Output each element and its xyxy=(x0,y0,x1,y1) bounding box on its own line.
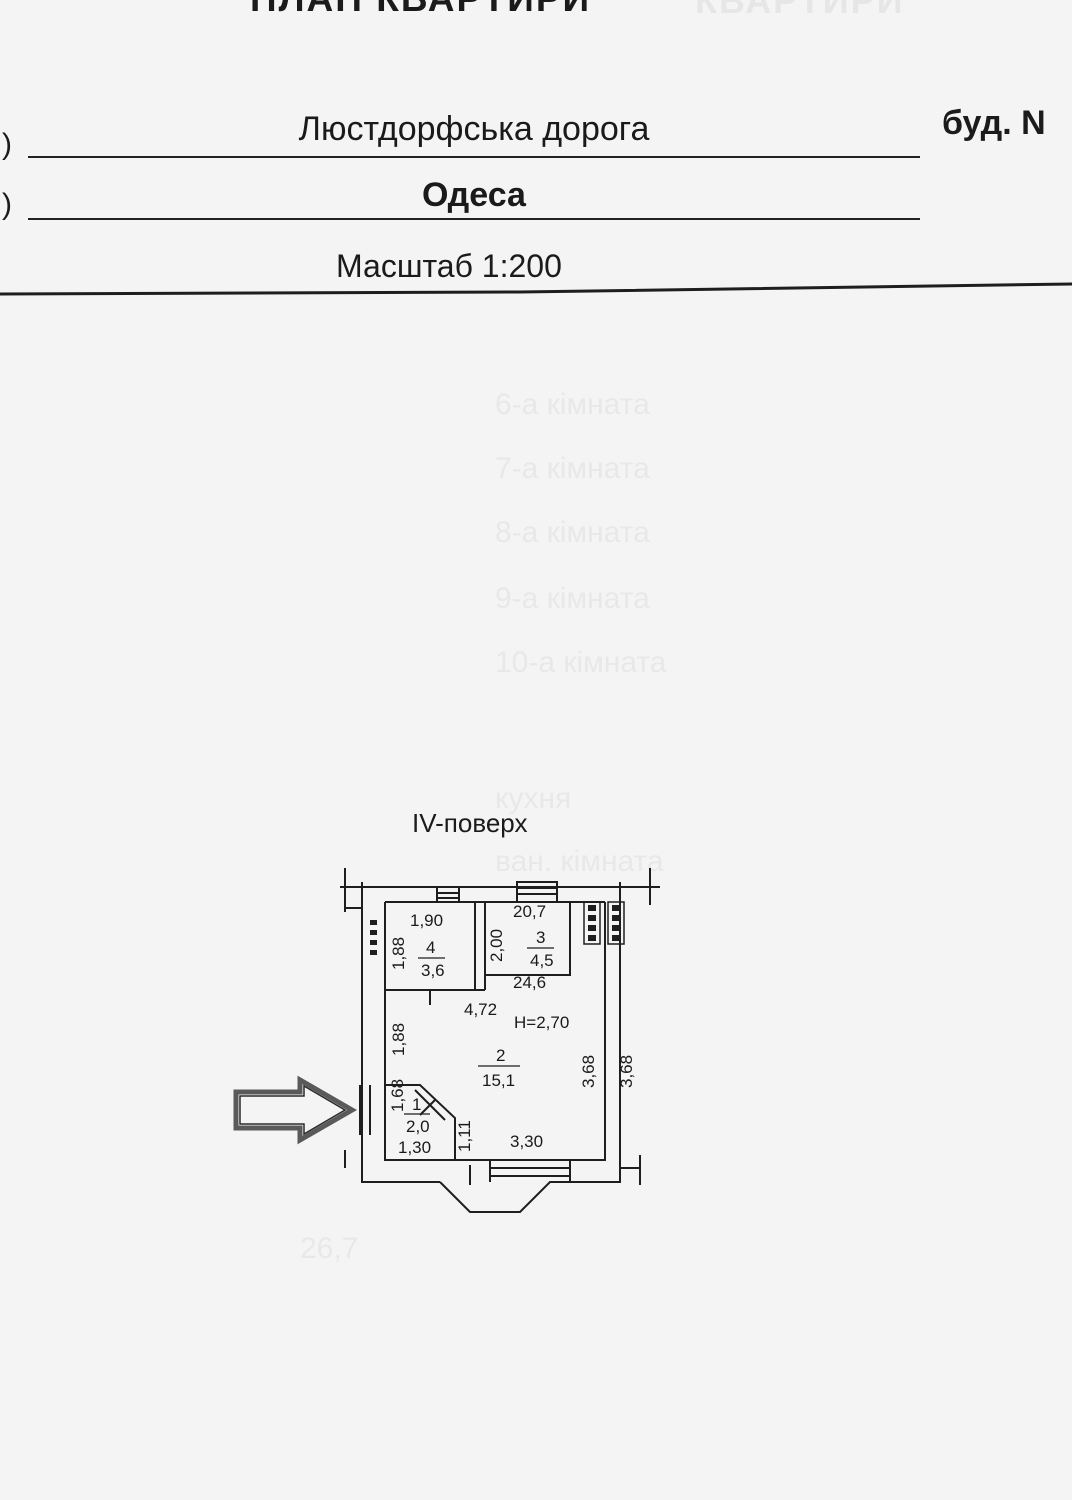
entrance-arrow-icon xyxy=(233,1075,358,1145)
room3-wall xyxy=(484,902,571,976)
bleed-row: 10-а кімната xyxy=(495,646,667,679)
bay-window xyxy=(439,1168,621,1213)
room4-number: 4 xyxy=(426,938,435,957)
floor-label: IV-поверх xyxy=(412,808,528,838)
inner-wall-outline xyxy=(384,902,606,1161)
city-field: Одеса xyxy=(422,176,526,214)
city-underline xyxy=(28,218,920,220)
room1-wall xyxy=(385,1084,456,1160)
street-field: Люстдорфська дорога xyxy=(298,110,650,148)
bottom-width: 3,30 xyxy=(510,1132,543,1151)
total-top: 20,7 xyxy=(513,902,546,921)
room1-height: 1,68 xyxy=(388,1079,407,1112)
bleed-row: 7-а кімната xyxy=(495,452,650,485)
header-rule xyxy=(0,282,1072,296)
outer-height: 3,68 xyxy=(617,1055,636,1088)
room3-area: 4,5 xyxy=(530,951,554,970)
title-ghost: КВАРТИРИ xyxy=(695,0,905,21)
ceiling-height: H=2,70 xyxy=(514,1013,569,1032)
entrance-jamb xyxy=(359,1085,371,1135)
bleed-total: 26,7 xyxy=(300,1232,359,1265)
bleed-row: 6-а кімната xyxy=(495,388,650,421)
city-paren: ) xyxy=(2,188,12,221)
door-width: 1,11 xyxy=(455,1120,474,1152)
width-main: 4,72 xyxy=(464,1000,497,1019)
scale-label: Масштаб 1:200 xyxy=(336,248,562,284)
bleed-row: 8-а кімната xyxy=(495,516,650,549)
outer-wall-right xyxy=(619,882,640,1169)
document-title: ПЛАН КВАРТИРИ xyxy=(250,0,591,20)
room2-area: 15,1 xyxy=(482,1071,515,1090)
room3-number: 3 xyxy=(536,928,545,947)
room4-area: 3,6 xyxy=(421,961,445,980)
street-paren: ) xyxy=(2,128,12,161)
bleed-row: 9-а кімната xyxy=(495,582,650,615)
street-underline xyxy=(28,156,920,158)
room1-number: 1 xyxy=(412,1095,421,1114)
window-top-left xyxy=(436,886,460,903)
room2-number: 2 xyxy=(496,1046,505,1065)
bleed-extra: ван. кімната xyxy=(495,845,664,878)
room1-area: 2,0 xyxy=(406,1117,430,1136)
room1-width: 1,30 xyxy=(398,1138,431,1157)
living-area: 24,6 xyxy=(513,973,546,992)
inner-height: 3,68 xyxy=(579,1055,598,1088)
left-height: 1,88 xyxy=(389,1023,408,1056)
partition-dim: 2,00 xyxy=(487,929,506,962)
room4-width: 1,90 xyxy=(410,911,443,930)
vent-duct-icons xyxy=(370,905,620,955)
outer-wall-left xyxy=(361,882,440,1183)
building-label: буд. N xyxy=(942,104,1046,142)
bleed-extra: кухня xyxy=(495,782,572,815)
window-top-right xyxy=(516,881,558,903)
room4-height: 1,88 xyxy=(389,937,408,970)
